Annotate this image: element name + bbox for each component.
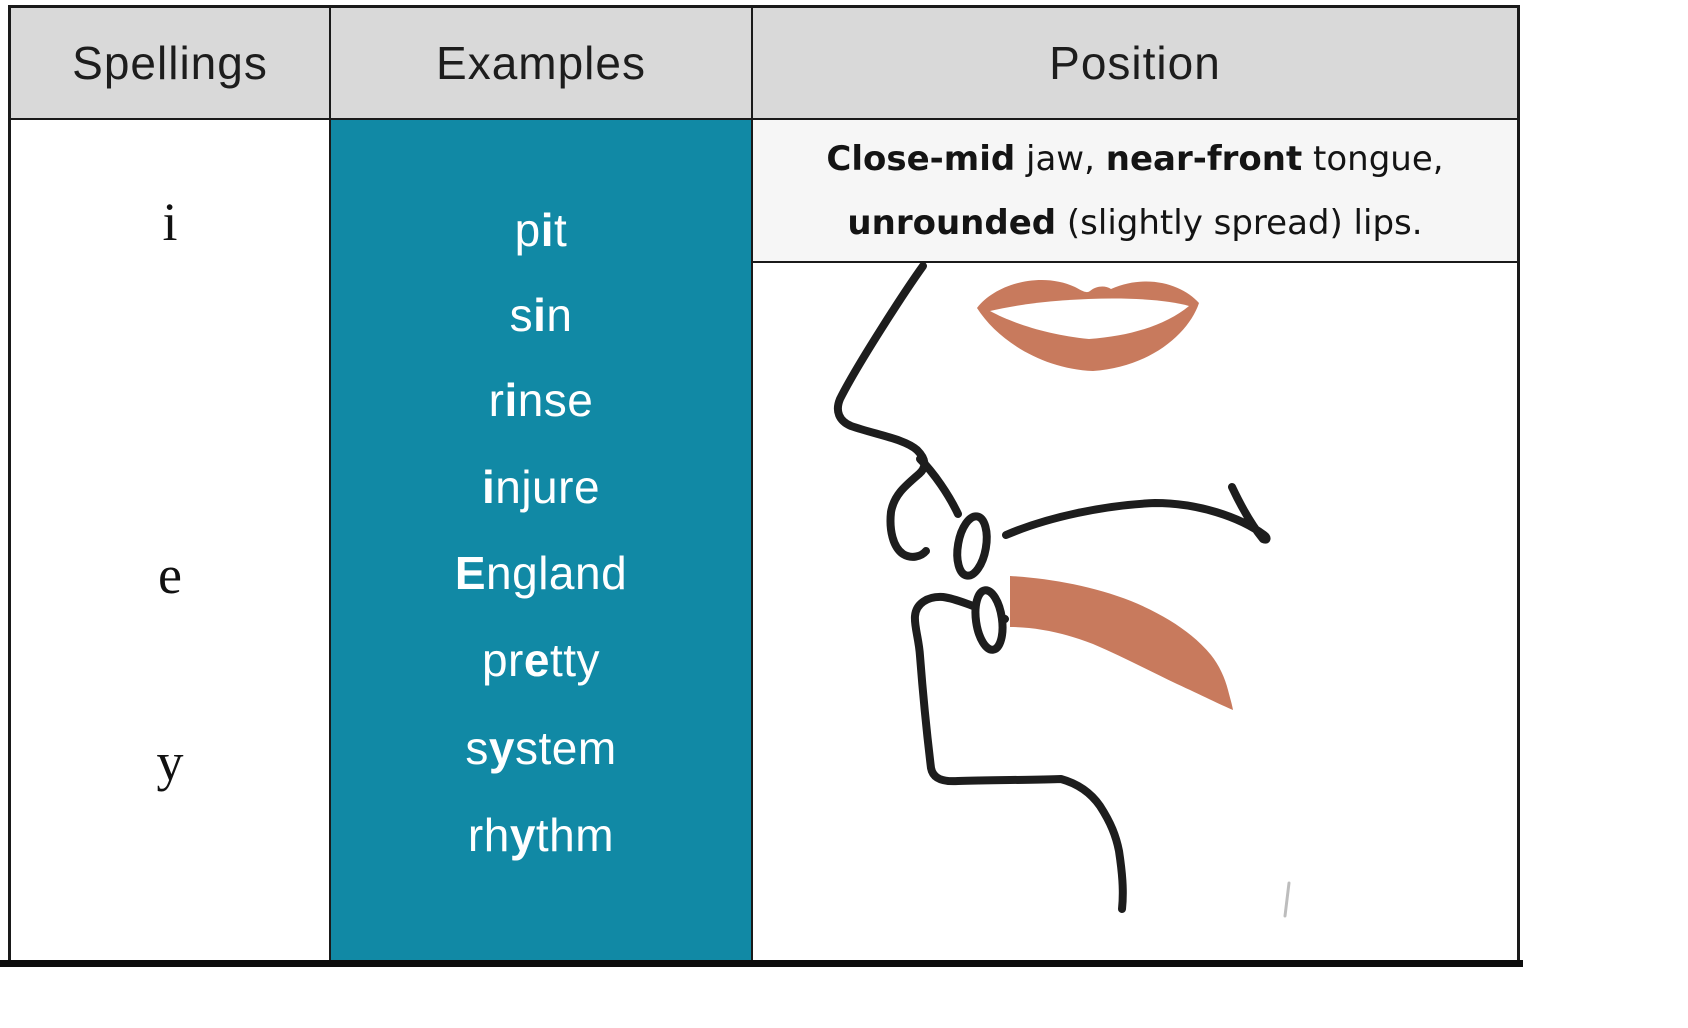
example-word: pretty xyxy=(481,634,601,686)
example-word: system xyxy=(465,722,617,774)
examples-cell: pit sin rinse injure England pretty syst… xyxy=(331,120,753,960)
example-word: rinse xyxy=(488,374,594,426)
palate-line xyxy=(1002,483,1271,544)
example-word: pit xyxy=(514,204,568,256)
nose-profile-line xyxy=(833,262,930,561)
header-spellings-label: Spellings xyxy=(72,37,268,89)
example-word: sin xyxy=(509,289,573,341)
spelling-e: e xyxy=(158,545,182,605)
faint-mark xyxy=(1283,881,1291,918)
lips-shape xyxy=(977,279,1199,371)
example-word: England xyxy=(454,547,628,599)
position-cell: Close-mid jaw, near-front tongue, unroun… xyxy=(753,120,1517,960)
example-word: rhythm xyxy=(467,809,615,861)
header-examples: Examples xyxy=(331,8,753,120)
header-position: Position xyxy=(753,8,1517,120)
spelling-y: y xyxy=(156,732,184,792)
phonetics-table: Spellings Examples Position i e y pit si… xyxy=(8,5,1520,967)
table-bottom-rule xyxy=(0,960,1523,967)
header-examples-label: Examples xyxy=(436,37,646,89)
header-position-label: Position xyxy=(1049,37,1221,89)
position-description-line2: unrounded (slightly spread) lips. xyxy=(847,202,1423,243)
mouth-profile-diagram xyxy=(753,262,1517,960)
position-description: Close-mid jaw, near-front tongue, unroun… xyxy=(753,120,1517,263)
header-spellings: Spellings xyxy=(11,8,331,120)
example-word: injure xyxy=(481,461,601,513)
tongue-shape xyxy=(1010,576,1233,710)
upper-tooth xyxy=(953,512,991,580)
lower-tooth xyxy=(971,586,1007,654)
spelling-i: i xyxy=(162,192,178,252)
upper-lip-line xyxy=(916,455,962,518)
chin-neck-line xyxy=(910,592,1127,913)
spellings-cell: i e y xyxy=(11,120,331,960)
position-description-line1: Close-mid jaw, near-front tongue, xyxy=(826,138,1444,179)
